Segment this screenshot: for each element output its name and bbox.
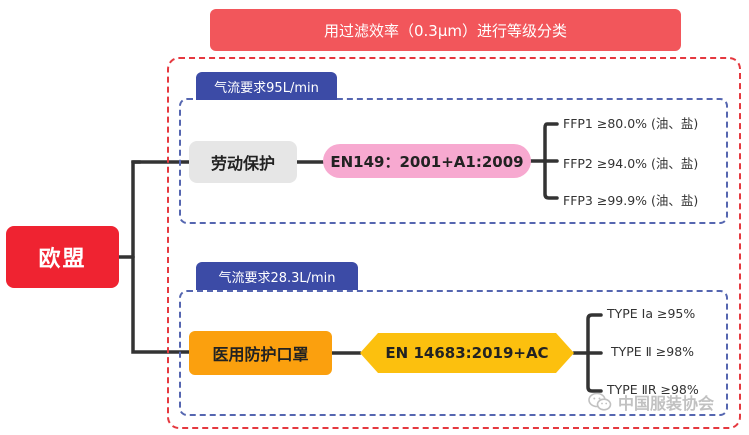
root-label: 欧盟 (38, 247, 87, 272)
airflow-requirement-tab-2: 气流要求28.3L/min (196, 262, 358, 290)
standard-label-en14683: EN 14683:2019+AC (385, 344, 549, 362)
level-ffp2: FFP2 ≥94.0% (油、盐) (563, 156, 699, 171)
level-type-1a: TYPE Ⅰa ≥95% (607, 306, 696, 321)
level-type-2: TYPE Ⅱ ≥98% (611, 344, 695, 359)
root-node-eu: 欧盟 (6, 226, 119, 288)
level-ffp1: FFP1 ≥80.0% (油、盐) (563, 116, 699, 131)
standard-node-en149: EN149：2001+A1:2009 (323, 144, 531, 178)
watermark: 中国服装协会 (588, 390, 714, 414)
watermark-text: 中国服装协会 (618, 394, 715, 413)
category-node-labor: 劳动保护 (189, 141, 297, 183)
group-frame-labor (179, 98, 728, 224)
airflow-requirement-label-2: 气流要求28.3L/min (218, 270, 336, 286)
level-type-2r: TYPE ⅡR ≥98% (607, 382, 699, 397)
category-label-medical: 医用防护口罩 (212, 345, 309, 364)
wechat-icon (588, 392, 612, 411)
category-node-medical: 医用防护口罩 (189, 331, 332, 375)
title-text: 用过滤效率（0.3μm）进行等级分类 (323, 21, 567, 40)
standard-label-en149: EN149：2001+A1:2009 (330, 152, 524, 171)
standard-hexagon-en14683 (360, 333, 574, 373)
outer-frame (167, 57, 741, 429)
airflow-requirement-tab-1: 气流要求95L/min (196, 72, 337, 100)
category-label-labor: 劳动保护 (210, 154, 275, 173)
standard-node-en14683: EN 14683:2019+AC (360, 333, 574, 373)
title-banner: 用过滤效率（0.3μm）进行等级分类 (210, 9, 681, 51)
level-ffp3: FFP3 ≥99.9% (油、盐) (563, 193, 699, 208)
airflow-requirement-label-1: 气流要求95L/min (214, 80, 319, 96)
group-frame-medical (179, 290, 728, 416)
